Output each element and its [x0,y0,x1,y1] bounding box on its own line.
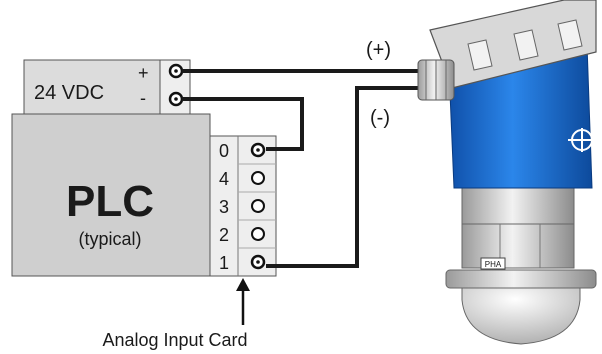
analog-input-card: 0 4 3 2 1 [209,135,277,277]
terminal-screw-4 [251,171,265,185]
power-plus-sign: + [138,63,149,83]
level-transmitter: PHA [417,0,597,345]
positive-wire-label: (+) [366,39,391,61]
power-minus-sign: - [140,88,146,108]
power-supply-label: 24 VDC [34,82,104,104]
terminal-label-2: 2 [219,225,229,245]
minus-loop-wire [182,97,304,151]
negative-wire-label: (-) [370,107,390,129]
transmitter-dome [461,287,581,345]
brand-logo-icon [568,128,596,152]
transmitter-badge [480,257,506,270]
cable-gland [417,59,455,101]
terminal-label-1: 1 [219,253,229,273]
plc-subtitle: (typical) [78,229,141,249]
svg-text:PHA: PHA [485,260,502,269]
terminal-screw-3 [251,199,265,213]
negative-wire [266,86,420,268]
plc-title: PLC [66,177,154,226]
terminal-screw-2 [251,227,265,241]
terminal-label-3: 3 [219,197,229,217]
plc-box: PLC (typical) [11,113,211,277]
power-supply: 24 VDC + - [23,59,191,115]
terminal-label-4: 4 [219,169,229,189]
wires [182,69,420,268]
input-card-arrow [236,278,250,325]
input-card-caption: Analog Input Card [102,330,247,350]
terminal-label-0: 0 [219,141,229,161]
